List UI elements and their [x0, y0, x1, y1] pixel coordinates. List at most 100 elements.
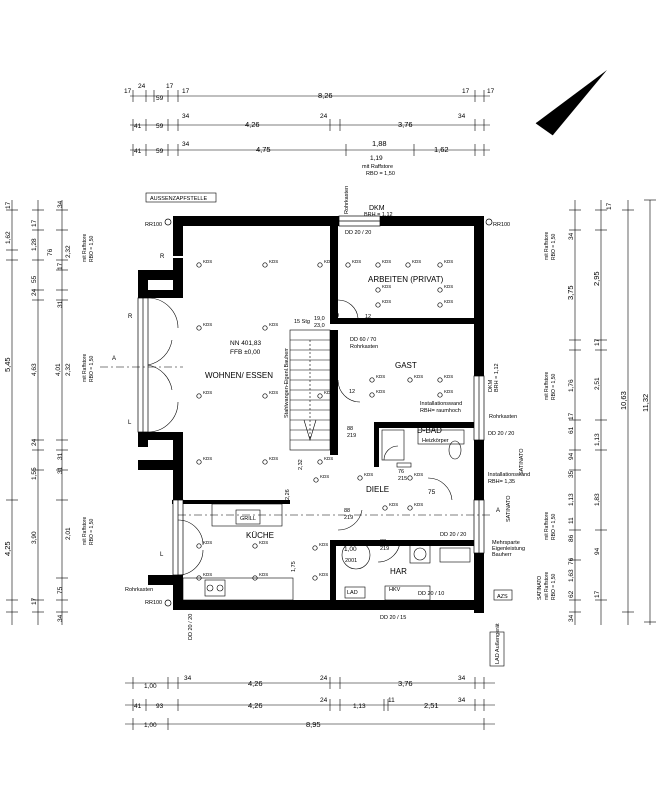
svg-text:DKM: DKM	[369, 205, 385, 212]
kds-label: KDS	[389, 502, 398, 507]
svg-text:SATINATO: SATINATO	[506, 495, 512, 522]
svg-text:mit Raffstore: mit Raffstore	[544, 572, 550, 600]
svg-text:5,45: 5,45	[3, 357, 12, 372]
level-marker: NN 401,83 FFB ±0,00	[230, 340, 261, 356]
svg-text:1,88: 1,88	[372, 139, 387, 148]
svg-text:mit Raffstore: mit Raffstore	[544, 232, 550, 260]
svg-text:1,13: 1,13	[353, 703, 366, 710]
kds-spot-icon	[262, 325, 268, 331]
kds-label: KDS	[382, 299, 391, 304]
kds-spot-icon	[437, 302, 443, 308]
kds-spot-icon	[196, 459, 202, 465]
kds-label: KDS	[259, 572, 268, 577]
kds-label: KDS	[269, 322, 278, 327]
svg-text:Installationswand: Installationswand	[488, 472, 530, 478]
svg-text:RBO = 1,50: RBO = 1,50	[89, 356, 95, 382]
svg-text:AUSSENZAPFSTELLE: AUSSENZAPFSTELLE	[150, 196, 207, 202]
kds-spot-icon	[317, 459, 323, 465]
svg-text:41: 41	[134, 123, 142, 130]
kitchen-fixtures	[182, 503, 294, 601]
kds-spot-icon	[437, 262, 443, 268]
svg-text:17: 17	[57, 262, 64, 270]
svg-text:4,26: 4,26	[248, 679, 263, 688]
kds-spot-icon	[405, 262, 411, 268]
svg-text:17: 17	[124, 88, 132, 95]
svg-text:8,95: 8,95	[306, 720, 321, 729]
svg-text:2,26: 2,26	[285, 489, 291, 500]
svg-text:RBO = 1,50: RBO = 1,50	[89, 519, 95, 545]
dimension-chain-bottom	[125, 677, 495, 730]
svg-text:88: 88	[380, 539, 386, 545]
kds-spot-icon	[252, 575, 258, 581]
kds-spot-icon	[262, 459, 268, 465]
svg-text:31: 31	[57, 452, 64, 460]
kds-label: KDS	[376, 374, 385, 379]
svg-text:34: 34	[568, 614, 575, 622]
svg-text:R: R	[160, 254, 165, 260]
room-label-gast: GAST	[395, 361, 417, 370]
svg-text:219: 219	[380, 546, 389, 552]
svg-text:94: 94	[594, 547, 601, 555]
dimension-labels-right: 17 34 3,75 2,95 17 1,76 2,51 17 61 1,13 …	[566, 202, 650, 622]
kds-spot-icon	[196, 543, 202, 549]
kds-spot-icon	[317, 393, 323, 399]
svg-text:35: 35	[568, 470, 575, 478]
kds-spot-icon	[369, 377, 375, 383]
svg-text:76: 76	[398, 469, 404, 475]
dimension-labels-bottom: 1,00 34 4,26 24 3,76 34 41 93 4,26 24 1,…	[134, 675, 466, 729]
svg-text:2,32: 2,32	[298, 459, 304, 470]
svg-text:59: 59	[156, 148, 164, 155]
svg-text:11,32: 11,32	[641, 394, 650, 412]
har-fixtures	[341, 540, 471, 601]
svg-text:75: 75	[428, 489, 436, 496]
svg-text:12: 12	[349, 389, 355, 395]
room-label-diele: DIELE	[366, 485, 389, 494]
svg-text:2,32: 2,32	[65, 363, 72, 376]
svg-text:mit Raffstore: mit Raffstore	[82, 234, 88, 262]
svg-text:2,01: 2,01	[65, 527, 72, 540]
svg-text:11: 11	[388, 697, 395, 704]
svg-text:BRH = 1,12: BRH = 1,12	[364, 212, 393, 218]
svg-text:34: 34	[184, 675, 192, 682]
svg-text:17: 17	[594, 338, 601, 346]
kds-spot-icon	[407, 505, 413, 511]
svg-text:62: 62	[568, 590, 575, 598]
kds-label: KDS	[364, 472, 373, 477]
svg-text:2001: 2001	[345, 558, 357, 564]
svg-text:2,51: 2,51	[594, 377, 601, 390]
kds-label: KDS	[324, 456, 333, 461]
svg-text:41: 41	[134, 703, 142, 710]
kds-label: KDS	[320, 474, 329, 479]
svg-text:86: 86	[568, 534, 575, 542]
svg-text:34: 34	[458, 113, 466, 120]
svg-text:DD 20 / 20: DD 20 / 20	[488, 431, 514, 437]
svg-text:4,25: 4,25	[3, 541, 12, 556]
svg-text:59: 59	[156, 95, 164, 102]
svg-text:12: 12	[365, 314, 371, 320]
svg-text:17: 17	[606, 202, 613, 210]
kds-label: KDS	[444, 389, 453, 394]
kds-label: KDS	[376, 389, 385, 394]
svg-text:31: 31	[57, 466, 64, 474]
room-labels: WOHNEN/ ESSEN ARBEITEN (PRIVAT) GAST D-B…	[205, 275, 444, 576]
svg-text:RR100: RR100	[145, 222, 162, 228]
svg-text:59: 59	[156, 123, 164, 130]
kds-label: KDS	[269, 390, 278, 395]
svg-text:4,01: 4,01	[55, 363, 62, 376]
kds-spot-icon	[262, 393, 268, 399]
svg-text:24: 24	[320, 675, 328, 682]
room-label-wohnen: WOHNEN/ ESSEN	[205, 371, 273, 380]
svg-text:Rohrkasten: Rohrkasten	[344, 186, 350, 214]
svg-text:RBO = 1,50: RBO = 1,50	[89, 236, 95, 262]
window-notes-left: mit Raffstore RBO = 1,50 mit Raffstore R…	[82, 234, 95, 545]
svg-text:RBO = 1,50: RBO = 1,50	[551, 234, 557, 260]
svg-text:15 Stg: 15 Stg	[294, 319, 310, 325]
svg-text:34: 34	[458, 675, 466, 682]
svg-text:61: 61	[568, 426, 575, 434]
kds-spot-icon	[196, 325, 202, 331]
svg-text:DD 20 / 20: DD 20 / 20	[188, 614, 194, 640]
kds-label: KDS	[324, 259, 333, 264]
svg-text:94: 94	[568, 452, 575, 460]
kds-label: KDS	[259, 540, 268, 545]
